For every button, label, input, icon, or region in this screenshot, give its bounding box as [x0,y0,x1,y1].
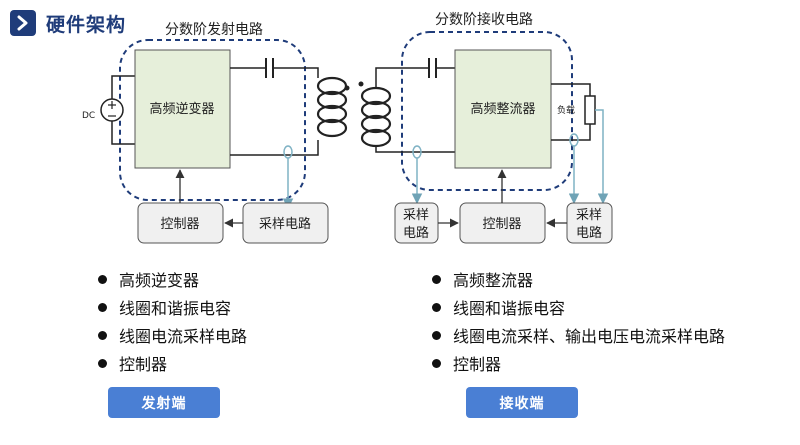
rectifier-label: 高频整流器 [470,101,535,117]
rx-dashed-boundary [401,31,573,191]
tx-dashed-boundary [119,39,306,201]
list-item: 线圈和谐振电容 [432,293,725,321]
rx-coil-icon [360,86,392,148]
header: 硬件架构 [10,8,126,38]
tx-controller-label: 控制器 [160,217,199,232]
tx-current-sensor-icon [283,145,293,159]
rx-sampling-right-line2: 电路 [576,225,602,241]
circuit-diagram: 分数阶发射电路 DC 高频逆变器 控制器 采样电路 分数阶接收电路 [82,11,613,244]
list-item: 控制器 [98,349,247,377]
tx-capacitor-icon [265,58,274,78]
chevron-right-icon [10,10,36,36]
rx-sampling-left-line2: 电路 [403,225,429,241]
page-title: 硬件架构 [46,13,127,36]
list-item-text: 控制器 [453,355,502,374]
bullet-icon [98,358,107,368]
list-item: 高频整流器 [432,265,725,293]
load-label: 负载 [557,104,575,116]
list-item-text: 控制器 [119,355,168,374]
list-item: 控制器 [432,349,725,377]
rx-capacitor-icon [428,58,437,78]
list-item-text: 线圈电流采样、输出电压电流采样电路 [453,327,726,346]
bullet-icon [432,302,441,312]
dc-source-icon [100,98,124,122]
list-item: 高频逆变器 [98,265,247,293]
rx-sampling-left-line1: 采样 [403,208,429,223]
tx-coil-icon [316,76,350,138]
dc-label: DC [82,111,95,121]
list-item-text: 线圈和谐振电容 [119,299,232,318]
tx-circuit-title: 分数阶发射电路 [165,22,263,38]
receiver-button[interactable]: 接收端 [466,387,578,418]
bullet-icon [98,330,107,340]
list-item: 线圈电流采样、输出电压电流采样电路 [432,321,725,349]
bullet-icon [432,358,441,368]
list-item-text: 线圈电流采样电路 [119,327,248,346]
transmitter-list: 高频逆变器 线圈和谐振电容 线圈电流采样电路 控制器 [98,265,247,377]
list-item-text: 高频整流器 [453,271,534,290]
rx-sampling-right-line1: 采样 [576,208,602,223]
receiver-list: 高频整流器 线圈和谐振电容 线圈电流采样、输出电压电流采样电路 控制器 [432,265,725,377]
list-item-text: 线圈和谐振电容 [453,299,566,318]
bullet-icon [432,274,441,284]
list-item: 线圈和谐振电容 [98,293,247,321]
rectifier-block [454,49,552,169]
list-item: 线圈电流采样电路 [98,321,247,349]
bullet-icon [98,274,107,284]
transmitter-button[interactable]: 发射端 [108,387,220,418]
inverter-block [134,49,231,169]
rx-controller-label: 控制器 [482,217,521,232]
list-item-text: 高频逆变器 [119,271,200,290]
inverter-label: 高频逆变器 [149,101,214,117]
rx-circuit-title: 分数阶接收电路 [435,11,533,28]
load-resistor-icon [584,95,596,125]
bullet-icon [432,330,441,340]
bullet-icon [98,302,107,312]
tx-sampling-label: 采样电路 [259,216,311,232]
